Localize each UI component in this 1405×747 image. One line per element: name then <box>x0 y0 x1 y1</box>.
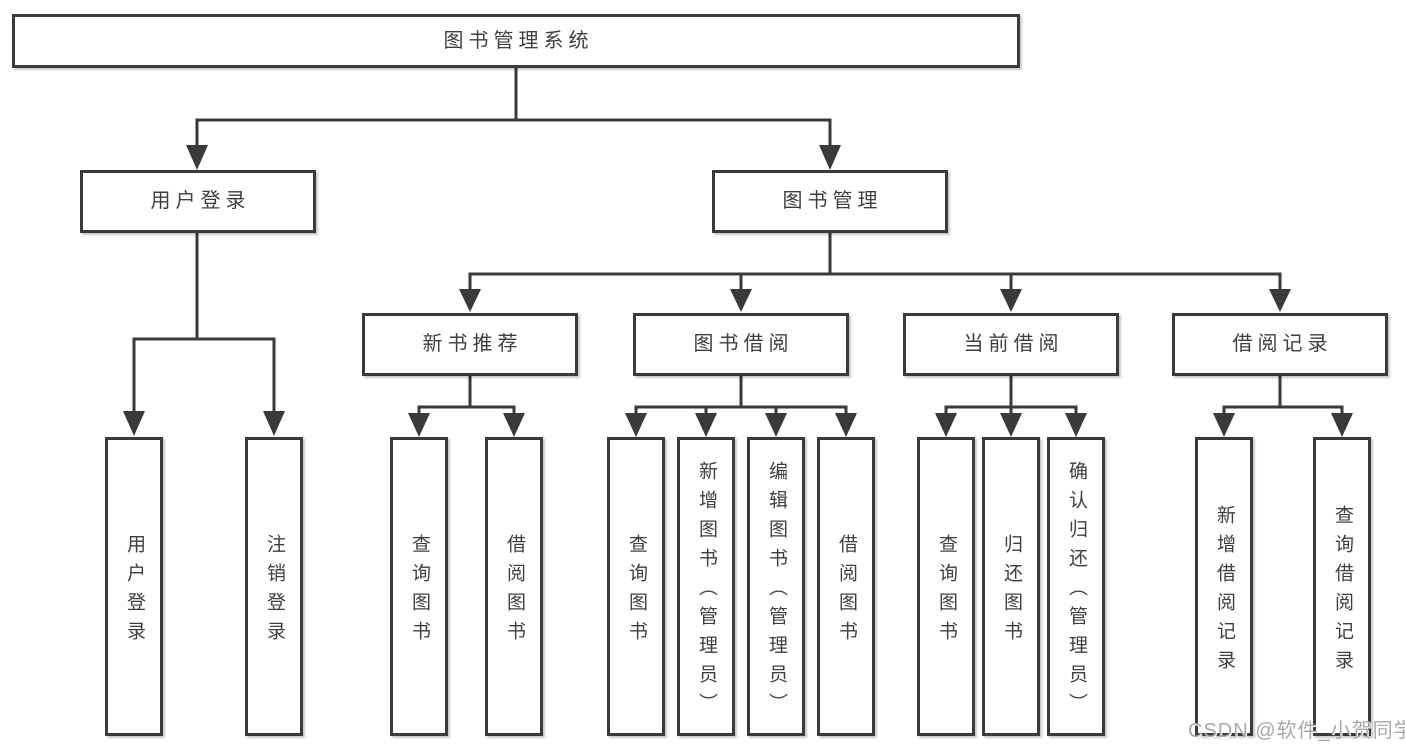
watermark-text: CSDN @软件_小贺同学 <box>1188 720 1405 742</box>
node-book-management: 图书管理 <box>712 170 948 233</box>
connector-path <box>132 65 1344 416</box>
node-borrow-records: 借阅记录 <box>1172 313 1388 376</box>
leaf-borrow-books-1: 借阅图书 <box>485 437 543 736</box>
leaf-user-login: 用户登录 <box>105 437 163 736</box>
node-book-borrow: 图书借阅 <box>633 313 849 376</box>
leaf-query-books-3: 查询图书 <box>917 437 975 736</box>
leaf-borrow-books-2: 借阅图书 <box>817 437 875 736</box>
leaf-edit-book-admin: 编辑图书（管理员） <box>747 437 805 736</box>
node-new-book-recommend: 新书推荐 <box>362 313 578 376</box>
leaf-query-books-1: 查询图书 <box>390 437 448 736</box>
leaf-confirm-return-admin: 确认归还（管理员） <box>1047 437 1105 736</box>
arrowheads <box>123 145 1353 437</box>
leaf-query-books-2: 查询图书 <box>607 437 665 736</box>
leaf-logout: 注销登录 <box>245 437 303 736</box>
leaf-return-book: 归还图书 <box>982 437 1040 736</box>
node-root: 图书管理系统 <box>12 14 1020 68</box>
node-current-borrow: 当前借阅 <box>903 313 1119 376</box>
leaf-add-borrow-record: 新增借阅记录 <box>1195 437 1253 736</box>
leaf-query-borrow-record: 查询借阅记录 <box>1313 437 1371 736</box>
leaf-add-book-admin: 新增图书（管理员） <box>677 437 735 736</box>
node-user-login: 用户登录 <box>80 170 316 233</box>
